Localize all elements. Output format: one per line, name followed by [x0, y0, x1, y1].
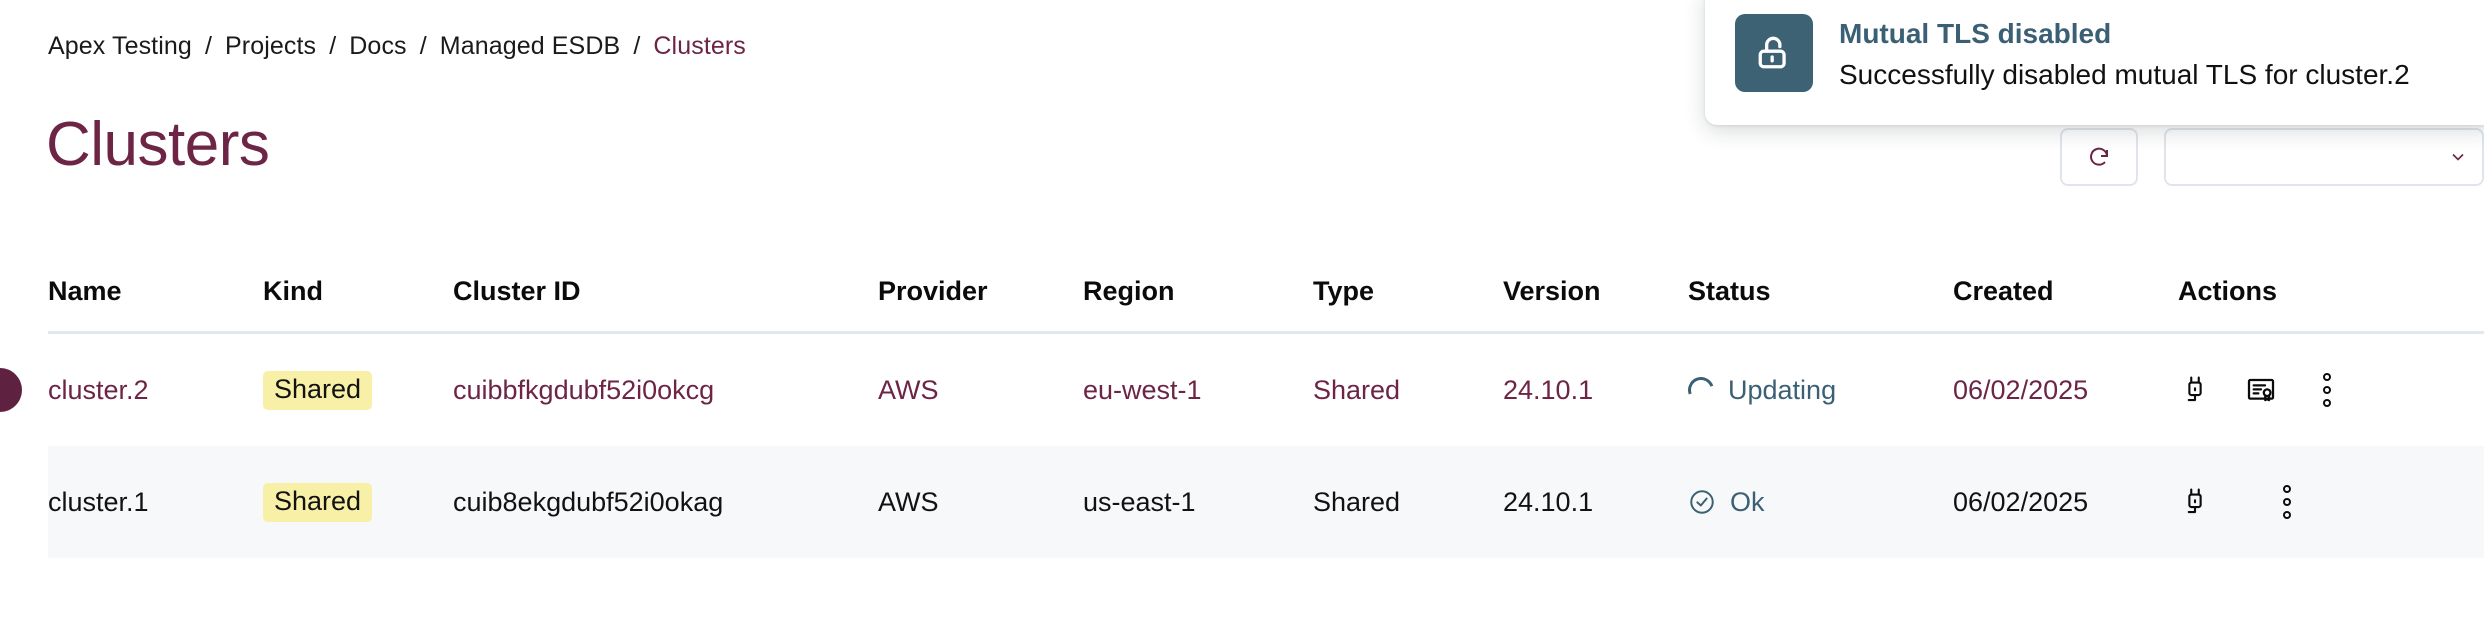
row-more-menu-button[interactable] — [2310, 373, 2344, 407]
refresh-icon — [2090, 147, 2108, 166]
breadcrumb-item-docs[interactable]: Docs — [349, 32, 407, 60]
certificate-icon — [2247, 378, 2275, 402]
table-row[interactable]: cluster.2 Shared cuibbfkgdubf52i0okcg AW… — [0, 334, 2484, 446]
toast-notification[interactable]: Mutual TLS disabled Successfully disable… — [1705, 0, 2484, 125]
toast-title: Mutual TLS disabled — [1839, 18, 2112, 49]
cell-provider: AWS — [878, 374, 939, 405]
cell-type: Shared — [1313, 374, 1401, 405]
status-label: Updating — [1728, 374, 1837, 405]
check-circle-icon — [1690, 490, 1714, 514]
column-header-type[interactable]: Type — [1313, 276, 1375, 306]
cell-region: eu-west-1 — [1083, 374, 1202, 405]
refresh-button[interactable] — [2060, 128, 2138, 186]
status-badge: Updating — [1683, 372, 1953, 408]
page-title: Clusters — [46, 109, 270, 179]
table-row[interactable]: cluster.1 Shared cuib8ekgdubf52i0okag AW… — [48, 446, 2484, 558]
cell-cluster-id[interactable]: cuibbfkgdubf52i0okcg — [453, 374, 715, 405]
more-vertical-icon — [2283, 485, 2291, 519]
cell-name[interactable]: cluster.1 — [48, 486, 149, 517]
table-header-row: Name Kind Cluster ID Provider Region Typ… — [48, 252, 2484, 334]
breadcrumb: Apex Testing / Projects / Docs / Managed… — [48, 32, 746, 61]
row-actions — [2178, 373, 2408, 407]
cell-created: 06/02/2025 — [1953, 374, 2089, 405]
kind-badge: Shared — [263, 482, 373, 522]
status-badge: Ok — [1688, 487, 1953, 518]
column-header-cluster-id[interactable]: Cluster ID — [453, 276, 581, 306]
toast-message: Successfully disabled mutual TLS for clu… — [1839, 59, 2410, 90]
plug-icon — [2187, 488, 2202, 514]
cell-name[interactable]: cluster.2 — [48, 374, 149, 405]
row-actions — [2178, 485, 2408, 519]
status-label: Ok — [1730, 486, 1765, 517]
cell-region: us-east-1 — [1083, 486, 1196, 517]
column-header-kind[interactable]: Kind — [263, 276, 323, 306]
cell-status: Ok — [1688, 487, 1953, 518]
cell-provider: AWS — [878, 486, 939, 517]
column-header-version[interactable]: Version — [1503, 276, 1601, 306]
toast-icon-container — [1735, 14, 1813, 92]
breadcrumb-item-clusters[interactable]: Clusters — [653, 32, 746, 60]
cell-version: 24.10.1 — [1503, 486, 1594, 517]
column-header-created[interactable]: Created — [1953, 276, 2054, 306]
cell-actions — [2178, 485, 2408, 519]
cell-status: Updating — [1683, 372, 1953, 408]
cell-type: Shared — [1313, 486, 1401, 517]
certificate-button[interactable] — [2244, 373, 2278, 407]
breadcrumb-separator: / — [633, 32, 641, 60]
row-active-marker — [0, 368, 22, 412]
filter-select[interactable] — [2164, 128, 2484, 186]
row-more-menu-button[interactable] — [2270, 485, 2304, 519]
column-header-region[interactable]: Region — [1083, 276, 1175, 306]
table-toolbar — [2060, 128, 2484, 186]
clusters-table: Name Kind Cluster ID Provider Region Typ… — [0, 252, 2484, 558]
breadcrumb-item-projects[interactable]: Projects — [225, 32, 317, 60]
kind-badge: Shared — [263, 370, 373, 410]
cell-created: 06/02/2025 — [1953, 486, 2089, 517]
breadcrumb-separator: / — [419, 32, 427, 60]
column-header-actions: Actions — [2178, 276, 2278, 306]
breadcrumb-separator: / — [329, 32, 337, 60]
column-header-status[interactable]: Status — [1688, 276, 1771, 306]
column-header-provider[interactable]: Provider — [878, 276, 988, 306]
cell-cluster-id[interactable]: cuib8ekgdubf52i0okag — [453, 486, 724, 517]
breadcrumb-item-managed-esdb[interactable]: Managed ESDB — [439, 32, 621, 60]
spinner-icon — [1683, 372, 1719, 408]
cell-version: 24.10.1 — [1503, 374, 1594, 405]
connect-plug-button[interactable] — [2178, 485, 2212, 519]
chevron-down-icon — [2452, 153, 2464, 161]
breadcrumb-item-apex-testing[interactable]: Apex Testing — [48, 32, 192, 60]
more-vertical-icon — [2323, 373, 2331, 407]
cell-kind: Shared — [263, 370, 453, 410]
cell-kind: Shared — [263, 482, 453, 522]
cell-actions — [2178, 373, 2408, 407]
plug-icon — [2187, 376, 2202, 402]
breadcrumb-separator: / — [204, 32, 212, 60]
unlock-icon — [1758, 36, 1786, 69]
connect-plug-button[interactable] — [2178, 373, 2212, 407]
column-header-name[interactable]: Name — [48, 276, 122, 306]
toast-body: Mutual TLS disabled Successfully disable… — [1839, 14, 2410, 95]
